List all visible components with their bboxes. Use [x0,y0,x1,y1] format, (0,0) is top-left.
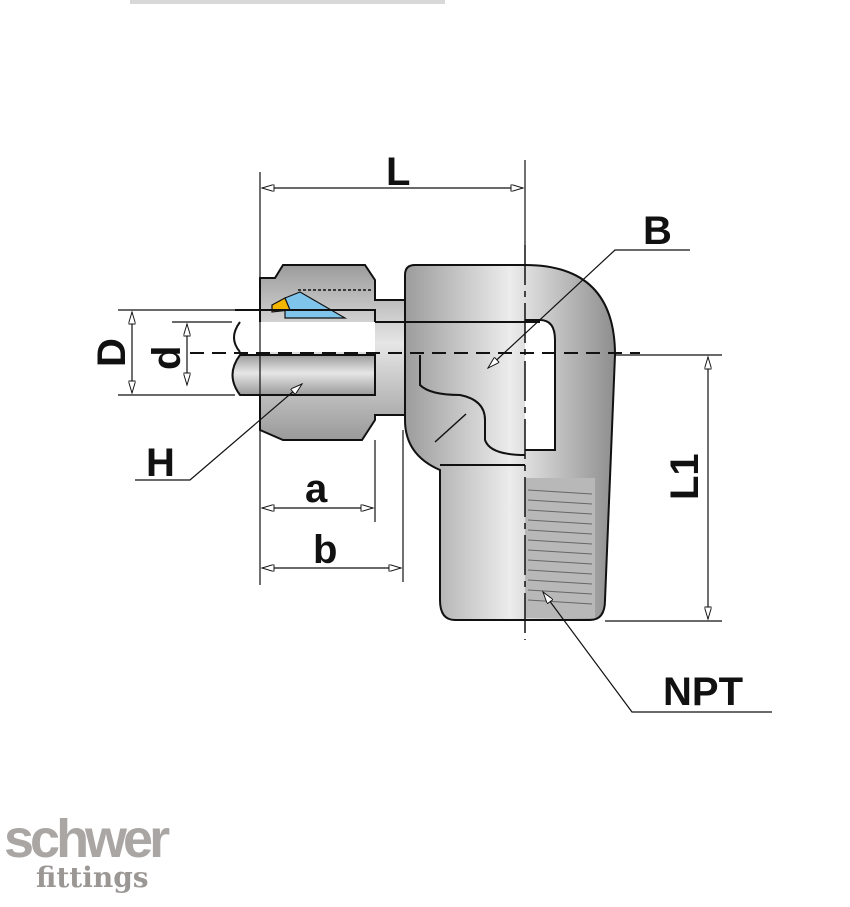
logo-schwer: schwer [4,809,170,869]
label-L: L [386,150,410,194]
label-a: a [305,467,328,511]
label-d: d [145,346,189,370]
dimension-lines [118,160,772,713]
label-D: D [90,338,134,367]
label-L1: L1 [663,453,707,500]
label-NPT: NPT [663,670,743,714]
label-b: b [313,528,337,572]
cropped-header-text [130,0,445,4]
elbow-body [404,264,617,621]
label-B: B [643,209,672,253]
logo-fittings: fittings [36,861,149,894]
label-H: H [146,441,175,485]
tube [230,309,540,396]
